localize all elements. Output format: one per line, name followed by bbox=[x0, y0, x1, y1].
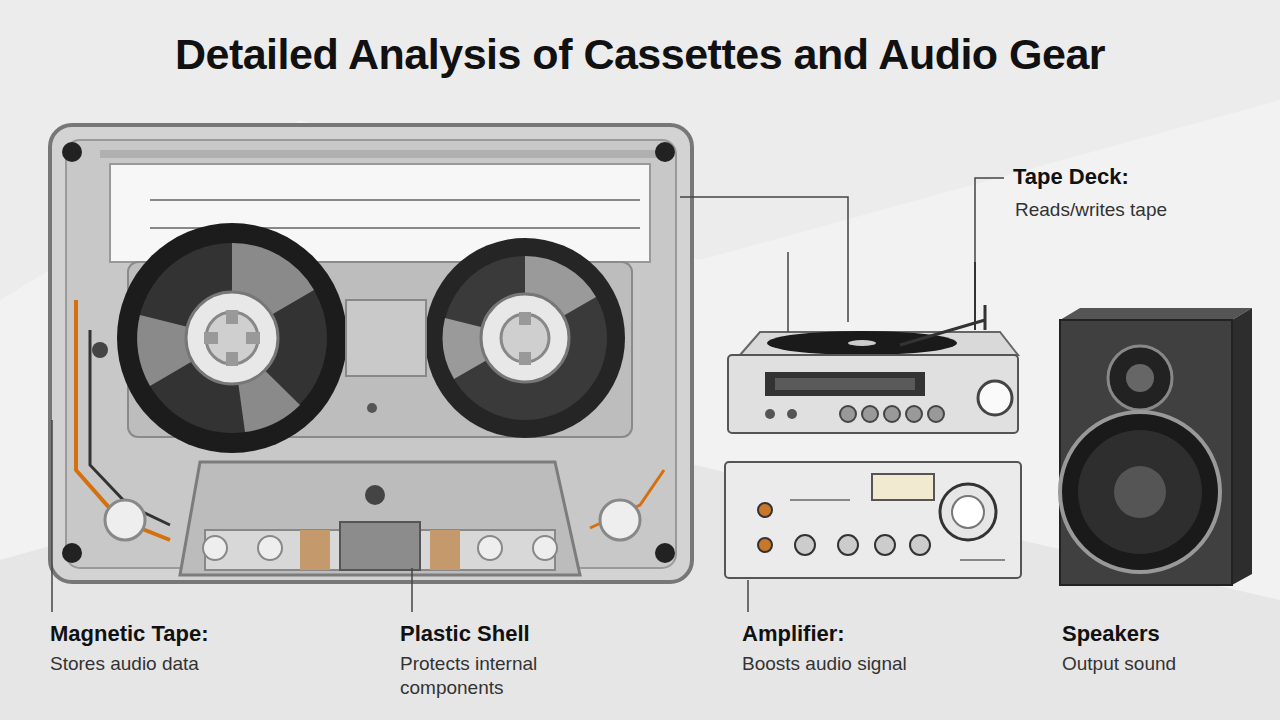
callout-description: Stores audio data bbox=[50, 652, 350, 676]
callout-heading: Plastic Shell bbox=[400, 620, 700, 648]
diagram-title: Detailed Analysis of Cassettes and Audio… bbox=[0, 28, 1280, 82]
tape-deck-illustration bbox=[728, 262, 1018, 433]
screw bbox=[62, 142, 675, 563]
callout-heading: Tape Deck: bbox=[1013, 163, 1253, 191]
left-reel bbox=[117, 223, 347, 453]
callout-heading: Magnetic Tape: bbox=[50, 620, 350, 648]
right-reel bbox=[425, 238, 625, 438]
speaker-illustration bbox=[1060, 308, 1252, 585]
leader-line bbox=[52, 178, 1004, 612]
callout-heading: Amplifier: bbox=[742, 620, 1022, 648]
callout-heading: Speakers bbox=[1062, 620, 1272, 648]
callout-description: Reads/writes tape bbox=[1015, 198, 1255, 222]
cassette-illustration bbox=[50, 125, 692, 582]
amplifier-illustration bbox=[725, 462, 1021, 578]
cassette-bottom bbox=[105, 462, 640, 575]
callout-description: Output sound bbox=[1062, 652, 1272, 676]
callout-description: Protects internal components bbox=[400, 652, 575, 700]
callout-description: Boosts audio signal bbox=[742, 652, 1022, 676]
